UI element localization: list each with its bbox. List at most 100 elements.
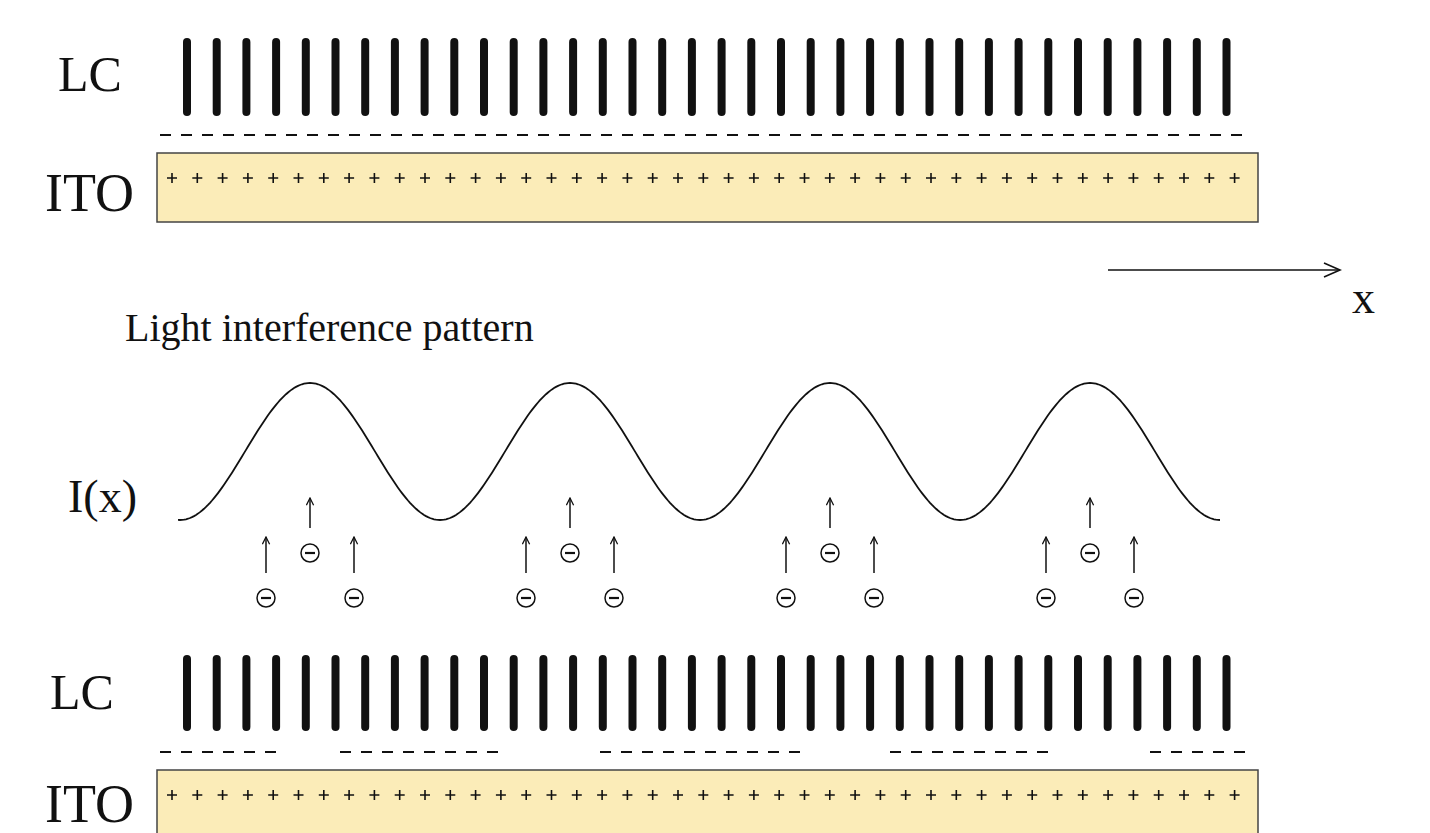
lc-rod (955, 42, 963, 112)
positive-charge (521, 173, 531, 183)
positive-charge (648, 790, 658, 800)
electron-circle (345, 589, 363, 607)
electron (821, 498, 839, 562)
positive-charge (420, 173, 430, 183)
lc-rod (1044, 42, 1052, 112)
drift-arrow (829, 498, 831, 528)
lc-rod (539, 42, 547, 112)
lc-rod (866, 659, 874, 727)
negative-charge (454, 134, 465, 136)
layer-label: LC (58, 49, 122, 99)
positive-charge (1103, 173, 1113, 183)
negative-charge (727, 134, 738, 136)
lc-rod (718, 659, 726, 727)
lc-rod (926, 42, 934, 112)
positive-charge (698, 173, 708, 183)
negative-charge (958, 134, 969, 136)
lc-rod (1163, 659, 1171, 727)
electron (517, 537, 535, 607)
positive-charge (774, 173, 784, 183)
electron-sign (825, 552, 835, 554)
lc-rod (510, 42, 518, 112)
negative-charge (600, 751, 611, 753)
negative-charge (202, 134, 213, 136)
positive-charge (951, 790, 961, 800)
positive-charge (294, 790, 304, 800)
negative-charge (974, 751, 985, 753)
electron-circle (561, 544, 579, 562)
positive-charge (1128, 790, 1138, 800)
negative-charge (769, 134, 780, 136)
lc-rod (450, 659, 458, 727)
positive-charge (749, 790, 759, 800)
positive-charge (800, 790, 810, 800)
x-axis-arrow (1108, 269, 1340, 271)
positive-charge (622, 173, 632, 183)
positive-charge (1027, 173, 1037, 183)
positive-charge (774, 790, 784, 800)
lc-rod (242, 42, 250, 112)
lc-rod (658, 659, 666, 727)
lc-rod (688, 659, 696, 727)
electron-sign (565, 552, 575, 554)
ito-electrode (157, 770, 1258, 833)
negative-charge (1084, 134, 1095, 136)
lc-rod (629, 42, 637, 112)
lc-rod (480, 659, 488, 727)
negative-charge (349, 134, 360, 136)
positive-charge (218, 173, 228, 183)
positive-charge (521, 790, 531, 800)
ito-electrode (157, 153, 1258, 222)
electron-sign (1041, 597, 1051, 599)
positive-charge (1204, 790, 1214, 800)
negative-charge (382, 751, 393, 753)
negative-charge (874, 134, 885, 136)
electron (605, 537, 623, 607)
negative-charge (328, 134, 339, 136)
negative-charge (1063, 134, 1074, 136)
negative-charge (706, 134, 717, 136)
electron (1125, 537, 1143, 607)
negative-charge (1105, 134, 1116, 136)
positive-charge (597, 173, 607, 183)
lc-rod (1015, 659, 1023, 727)
positive-charge (648, 173, 658, 183)
negative-charge (685, 134, 696, 136)
positive-charge (572, 790, 582, 800)
electron-circle (821, 544, 839, 562)
drift-arrow (1045, 537, 1047, 573)
positive-charge (875, 790, 885, 800)
positive-charge (597, 790, 607, 800)
lc-layer-bottom (187, 659, 1227, 727)
negative-charge (538, 134, 549, 136)
lc-rod (391, 42, 399, 112)
negative-charge (1192, 751, 1203, 753)
electron-sign (1085, 552, 1095, 554)
positive-charge (951, 173, 961, 183)
electron-sign (521, 597, 531, 599)
lc-rod (569, 42, 577, 112)
lc-rod (836, 42, 844, 112)
positive-charge (1230, 173, 1240, 183)
negative-charge (496, 134, 507, 136)
positive-charge (1027, 790, 1037, 800)
electron (1037, 537, 1055, 607)
negative-charge (890, 751, 901, 753)
positive-charge (167, 173, 177, 183)
negative-charge (244, 134, 255, 136)
electron-sign (349, 597, 359, 599)
lc-rod (985, 42, 993, 112)
electron (1081, 498, 1099, 562)
lc-rod (718, 42, 726, 112)
electron-sign (1129, 597, 1139, 599)
negative-charge (340, 751, 351, 753)
positive-charge (1053, 173, 1063, 183)
lc-rod (1193, 42, 1201, 112)
negative-charge (1213, 751, 1224, 753)
lc-rod (985, 659, 993, 727)
lc-rod (955, 659, 963, 727)
negative-charge (286, 134, 297, 136)
positive-charge (1154, 173, 1164, 183)
electron-circle (1125, 589, 1143, 607)
negative-charge (307, 134, 318, 136)
